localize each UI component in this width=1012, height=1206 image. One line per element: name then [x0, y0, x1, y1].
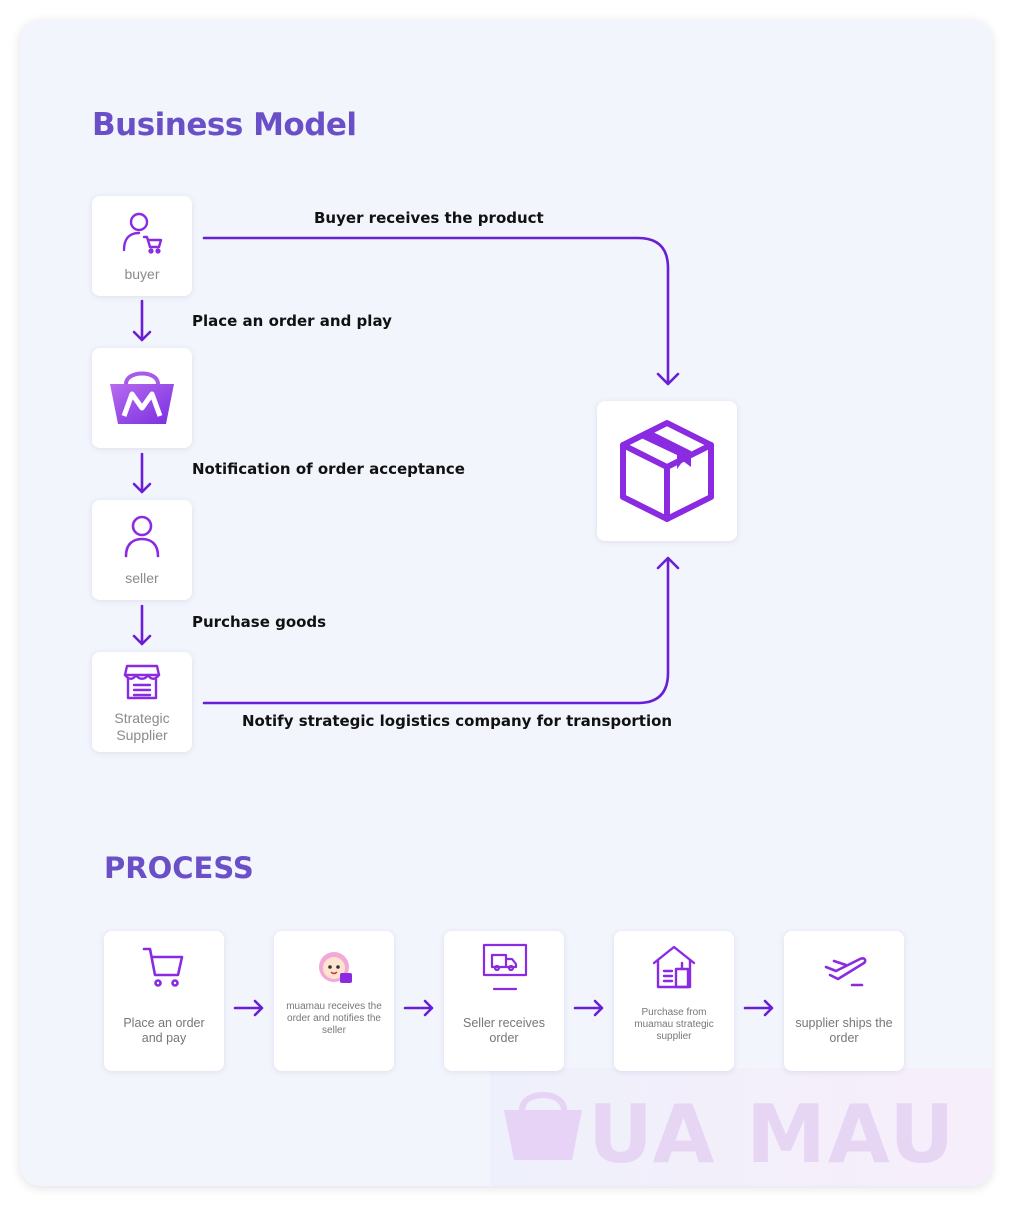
- node-seller: seller: [92, 500, 192, 600]
- process-step-5: supplier ships the order: [784, 931, 904, 1071]
- node-platform: [92, 348, 192, 448]
- process-step-label: Purchase from muamau strategic supplier: [634, 1007, 714, 1042]
- node-label-supplier: Strategic Supplier: [92, 710, 192, 744]
- watermark-text: UA MAU: [588, 1088, 957, 1181]
- node-label-buyer: buyer: [124, 266, 160, 282]
- process-step-2: muamau receives the order and notifies t…: [274, 931, 394, 1071]
- edge-buyer-to-platform: [132, 299, 152, 342]
- edge-label-buyer-receives: Buyer receives the product: [314, 209, 544, 227]
- edge-buyer-to-product: [202, 236, 680, 386]
- edge-label-notify-logistics: Notify strategic logistics company for t…: [242, 712, 673, 730]
- process-arrow-3: [573, 999, 604, 1017]
- flow-connectors: [132, 236, 774, 1017]
- process-step-3: Seller receives order: [444, 931, 564, 1071]
- muamau-bag-logo: [110, 371, 174, 424]
- store-icon: [123, 664, 161, 700]
- process-step-label: Seller receives order: [463, 1016, 545, 1045]
- process-step-label: supplier ships the order: [795, 1016, 893, 1045]
- mascot-icon: [319, 952, 352, 983]
- node-product: [597, 401, 737, 541]
- process-arrow-4: [743, 999, 774, 1017]
- edge-platform-to-seller: [132, 452, 152, 494]
- warehouse-icon: [652, 945, 696, 989]
- edge-seller-to-supplier: [132, 604, 152, 646]
- edge-label-notification: Notification of order acceptance: [192, 460, 465, 478]
- process-step-1: Place an order and pay: [104, 931, 224, 1071]
- buyer-cart-icon: [122, 212, 163, 254]
- box-icon: [620, 420, 714, 522]
- process-title: PROCESS: [104, 851, 254, 885]
- supplier-label-line-2: Supplier: [116, 727, 168, 743]
- diagram-title: Business Model: [92, 107, 357, 143]
- node-supplier: Strategic Supplier: [92, 652, 192, 752]
- process-arrow-2: [403, 999, 434, 1017]
- supplier-label-line-1: Strategic: [114, 710, 170, 726]
- process-arrow-1: [233, 999, 264, 1017]
- cart-icon: [142, 947, 184, 987]
- edge-supplier-to-product: [202, 556, 680, 705]
- process-step-4: Purchase from muamau strategic supplier: [614, 931, 734, 1071]
- node-label-seller: seller: [125, 570, 159, 586]
- watermark-bag-logo: [504, 1092, 582, 1160]
- process-step-label: muamau receives the order and notifies t…: [286, 1001, 382, 1036]
- delivery-truck-monitor-icon: [482, 943, 528, 991]
- airplane-icon: [824, 957, 867, 987]
- edge-label-purchase-goods: Purchase goods: [192, 613, 327, 631]
- business-model-panel: UA MAU Business Model buyer: [20, 20, 992, 1186]
- node-buyer: buyer: [92, 196, 192, 296]
- process-step-label: Place an order and pay: [123, 1016, 205, 1045]
- edge-label-place-order: Place an order and play: [192, 312, 392, 330]
- person-icon: [124, 515, 160, 558]
